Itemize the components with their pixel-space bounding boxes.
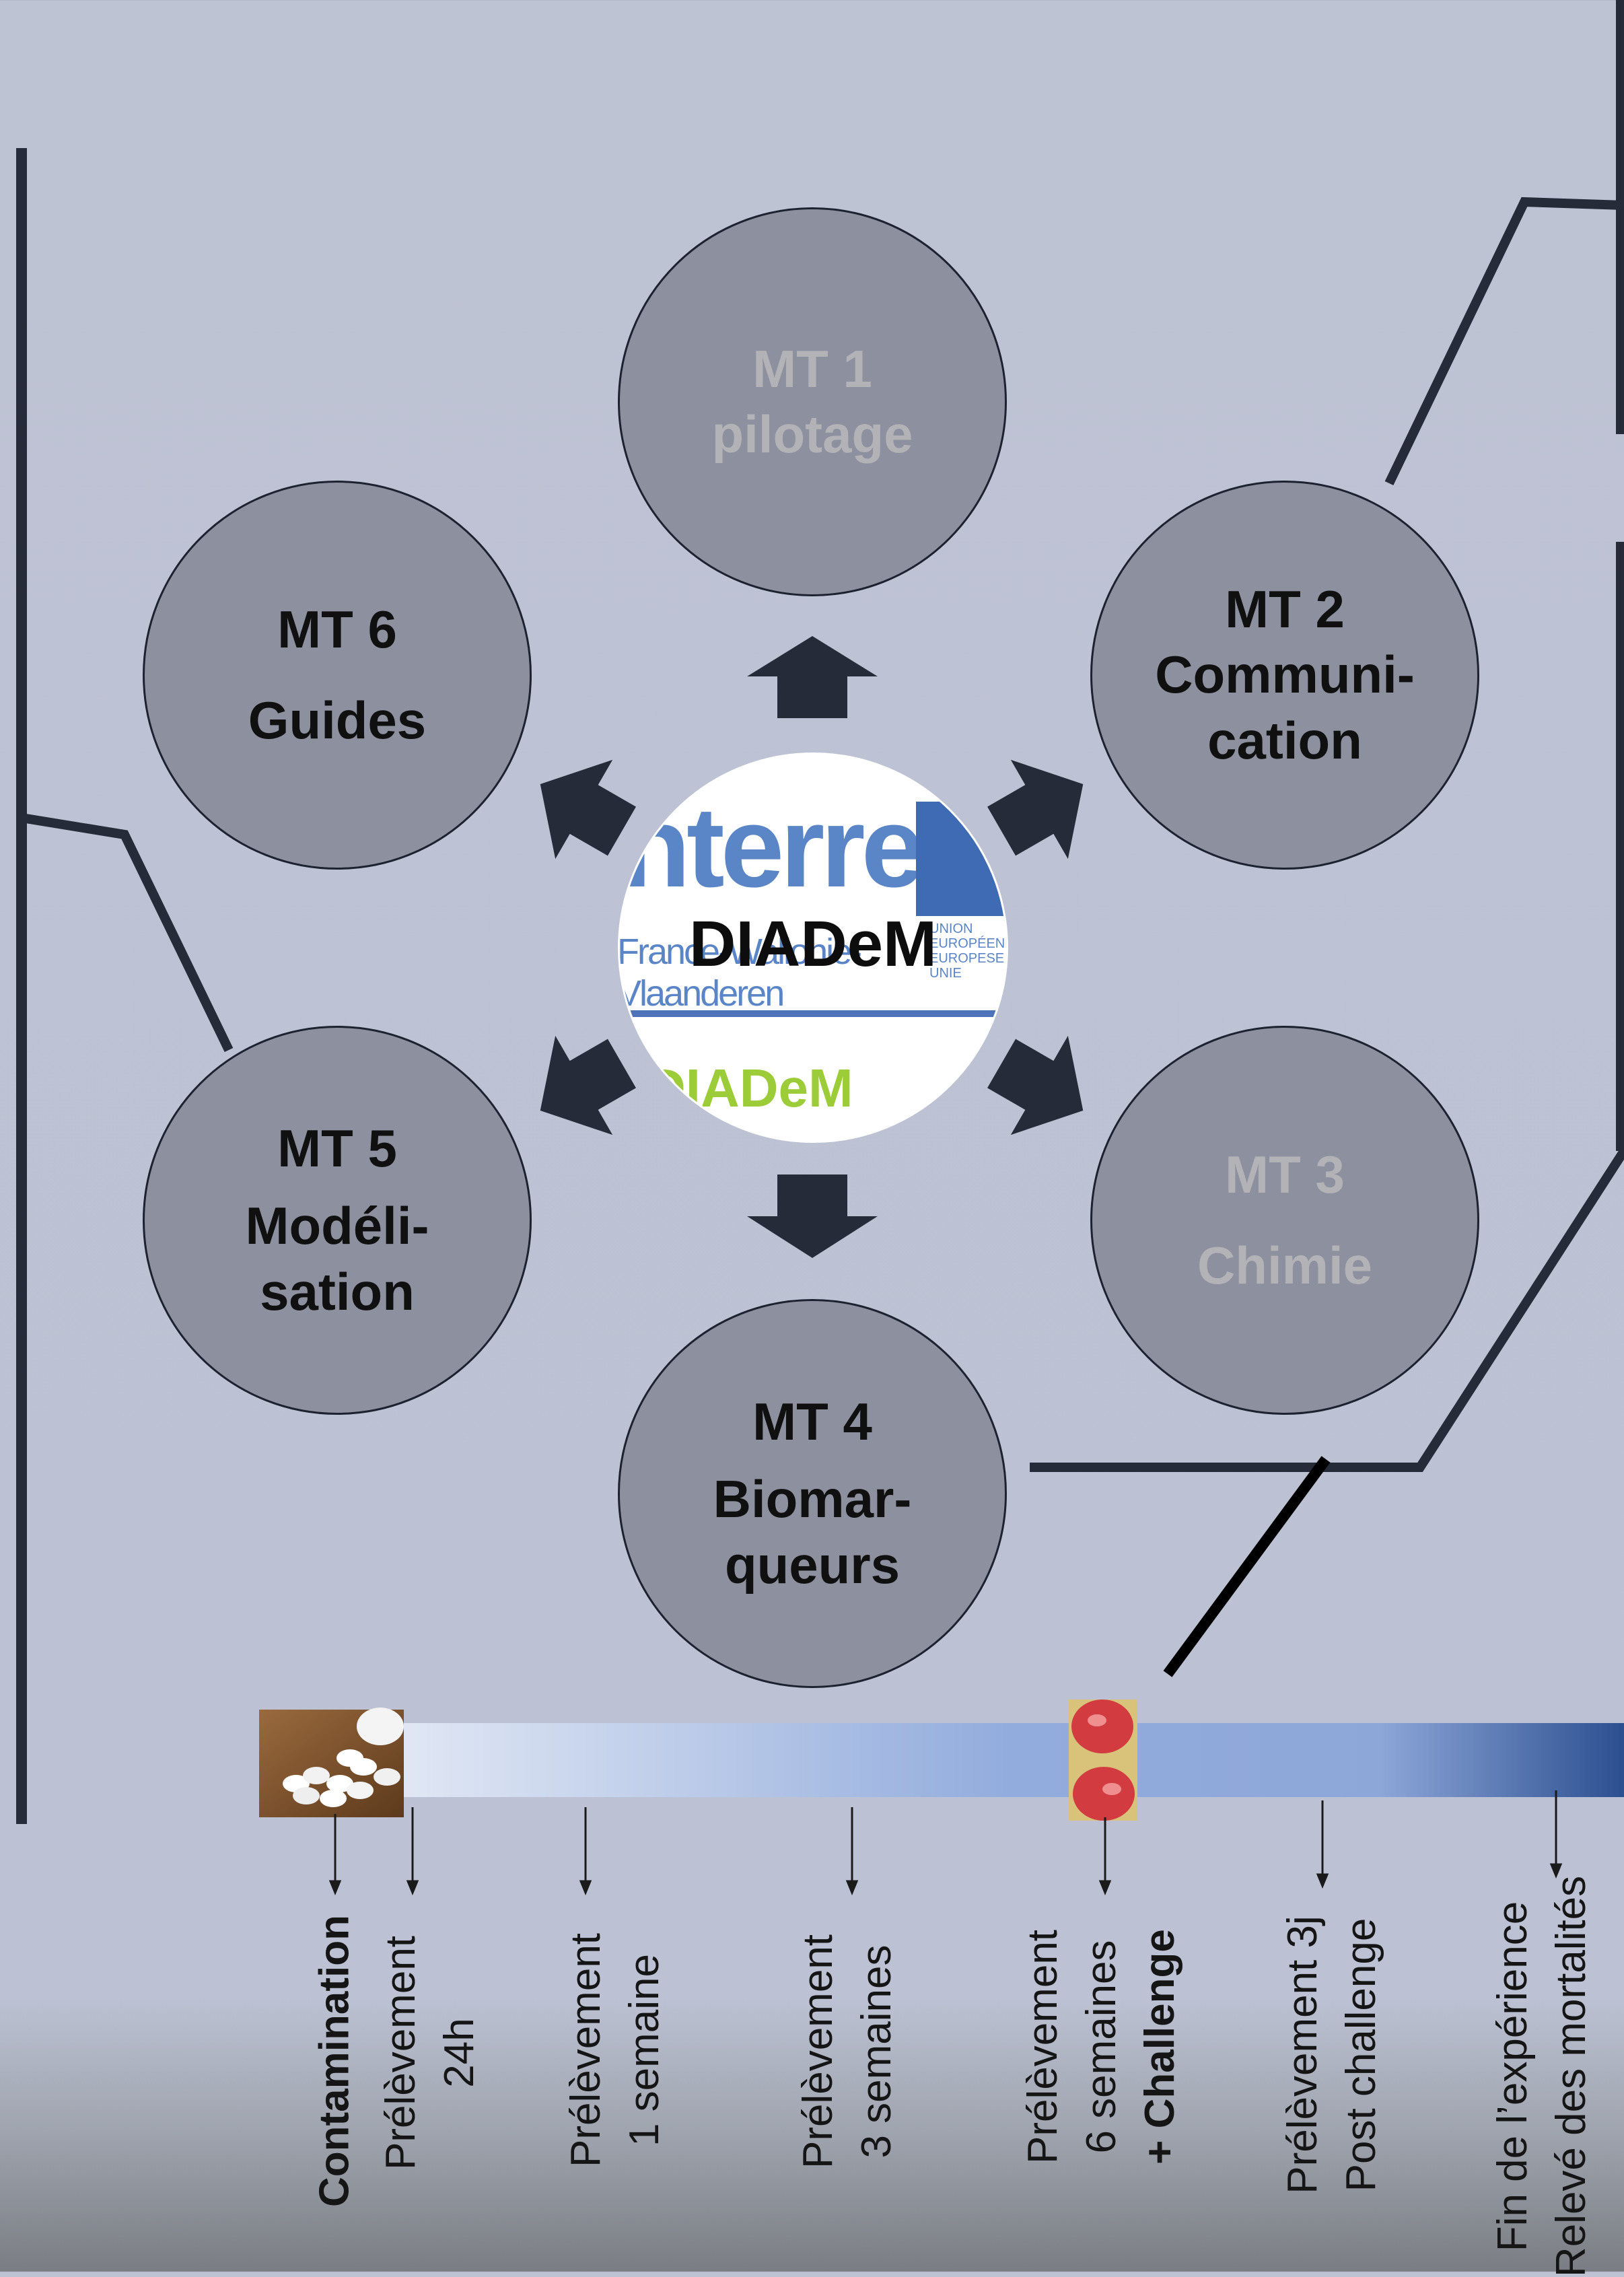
module-mt4: MT 4 Biomar- queurs xyxy=(618,1299,1007,1688)
logo-subtitle: France-Wallonie-Vlaanderen xyxy=(618,932,862,1014)
module-mt2: MT 2 Communi- cation xyxy=(1090,481,1479,870)
event-1-semaine: Prélèvement 1 semaine xyxy=(563,1932,668,2168)
module-mt1: MT 1 pilotage xyxy=(618,207,1007,596)
module-mt3: MT 3 Chimie xyxy=(1090,1026,1479,1415)
arrow-lower-left xyxy=(540,1035,636,1135)
event-3-semaines: Prélèvement 3 semaines xyxy=(795,1934,900,2169)
event-6-semaines-challenge: Prélèvement 6 semaines + Challenge xyxy=(1019,1929,1183,2165)
right-mid-connector xyxy=(1030,1148,1624,1472)
module-name: Biomar- queurs xyxy=(713,1469,912,1595)
module-name: Communi- cation xyxy=(1155,645,1415,770)
arrow-lower-right xyxy=(987,1035,1084,1135)
module-id: MT 1 xyxy=(752,339,872,398)
event-fin-experience: Fin de l’expérience Relevé des mortalité… xyxy=(1489,1875,1594,2277)
pills-icon xyxy=(259,1708,404,1817)
module-mt6: MT 6 Guides xyxy=(143,481,532,870)
module-name: Modéli- sation xyxy=(245,1196,429,1321)
timeline-bar xyxy=(259,1723,1624,1797)
event-24h: Prélèvement 24h xyxy=(378,1935,483,2171)
module-name: pilotage xyxy=(711,405,913,464)
center-title: DIADeM xyxy=(689,908,937,980)
module-id: MT 3 xyxy=(1225,1144,1345,1204)
logo-rule xyxy=(620,1010,1006,1017)
module-mt5: MT 5 Modéli- sation xyxy=(143,1026,532,1415)
eu-flag-icon xyxy=(916,802,1003,916)
arrow-upper-left xyxy=(540,759,636,860)
logo-project-text: DIADeM xyxy=(647,1058,853,1118)
module-id: MT 6 xyxy=(277,599,397,659)
bacteria-icon xyxy=(1069,1700,1137,1821)
arrow-up xyxy=(747,636,878,718)
event-ticks xyxy=(328,1790,1563,1895)
module-id: MT 4 xyxy=(752,1391,872,1451)
module-id: MT 2 xyxy=(1225,579,1345,639)
right-top-connector xyxy=(1384,197,1624,486)
left-connector xyxy=(20,813,234,1053)
module-name: Guides xyxy=(248,691,427,750)
arrow-upper-right xyxy=(987,759,1084,860)
arrow-down xyxy=(747,1175,878,1258)
module-name: Chimie xyxy=(1197,1236,1373,1295)
event-post-challenge: Prélèvement 3j Post challenge xyxy=(1279,1916,1384,2194)
logo-eu-text: UNION EUROPÉENNEEUROPESE UNIE xyxy=(929,921,1006,981)
event-contamination: Contamination xyxy=(311,1915,358,2207)
module-id: MT 5 xyxy=(277,1118,397,1178)
challenge-pointer xyxy=(1163,1456,1331,1677)
interreg-logo: interreg France-Wallonie-Vlaanderen UNIO… xyxy=(618,752,1008,1143)
